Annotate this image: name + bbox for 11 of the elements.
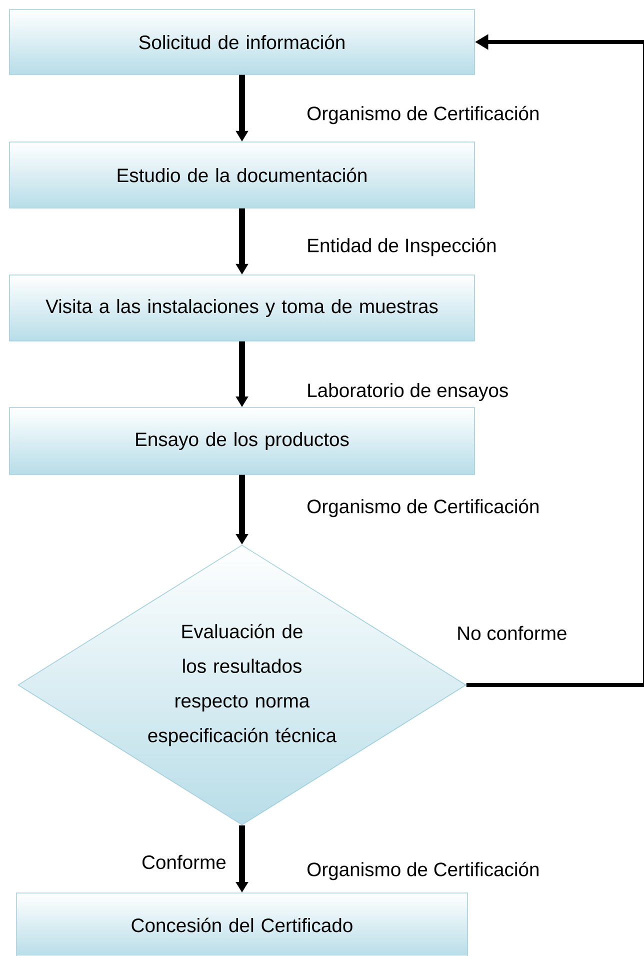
edge-label: Conforme	[142, 854, 226, 870]
edge-label: Entidad de Inspección	[308, 238, 496, 256]
edge-label: Laboratorio de ensayos	[308, 383, 508, 402]
process-box: Estudio de la documentación	[9, 142, 475, 208]
role-label: Organismo de Certificación	[308, 862, 538, 880]
edge-label: Organismo de Certificación	[308, 498, 538, 518]
process-box: Visita a las instalaciones y toma de muestras	[9, 274, 475, 342]
process-box: Concesión del Certificado	[16, 892, 468, 956]
edge-label: Organismo de Certificación	[308, 106, 538, 124]
process-box: Solicitud de información	[9, 9, 475, 75]
process-box: Ensayo de los productos	[9, 407, 475, 475]
